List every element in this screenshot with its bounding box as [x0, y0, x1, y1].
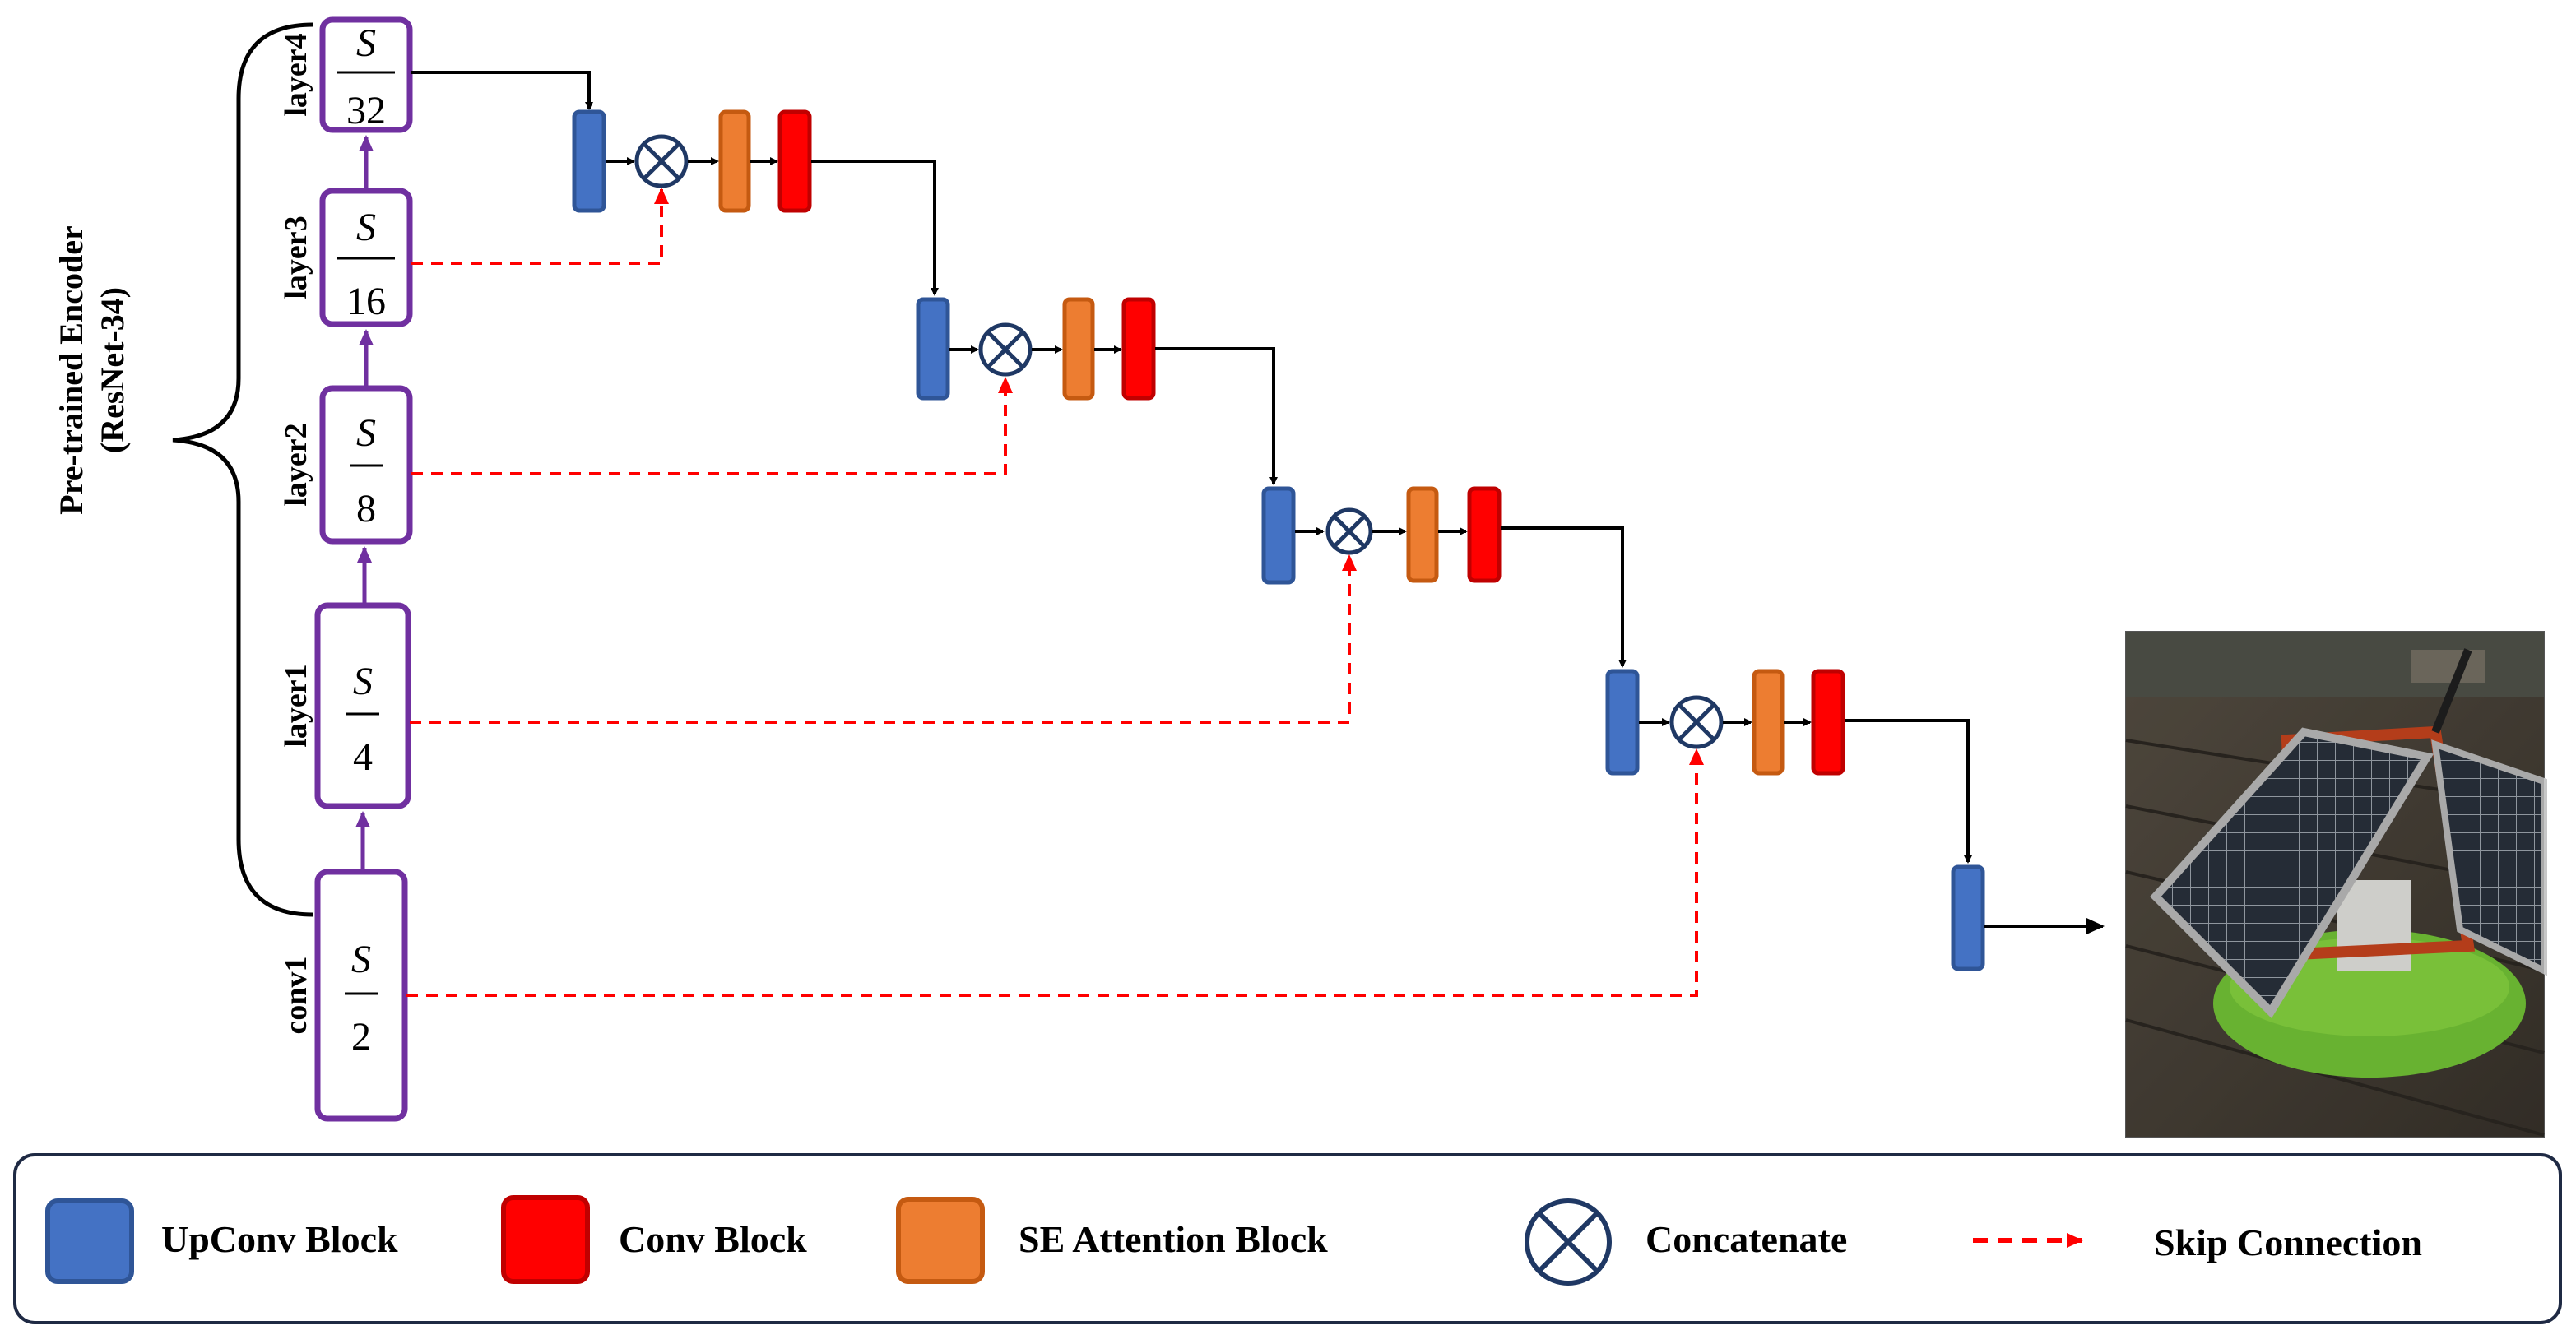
- legend-swatch-conv: [501, 1195, 590, 1284]
- skip-connection-layer1: [410, 554, 1357, 724]
- layer-label-layer2: layer2: [279, 423, 313, 506]
- flow-arrow-layer4-to-stage1: [411, 71, 593, 110]
- legend-label-skip: Skip Connection: [2154, 1221, 2422, 1263]
- layer-label-layer3: layer3: [279, 216, 313, 299]
- layer-label-conv1: conv1: [279, 957, 313, 1035]
- legend-item-se-attention: SE Attention Block: [896, 1197, 1328, 1284]
- encoder-box-layer4: [319, 16, 413, 133]
- upconv-block-stage3: [1261, 486, 1296, 585]
- legend-label-conv: Conv Block: [619, 1218, 807, 1260]
- encoder-numerator-conv1: S: [351, 938, 371, 981]
- encoder-denominator-layer1: 4: [353, 735, 373, 779]
- flow-arrow-stage1-to-stage2: [811, 160, 939, 296]
- upconv-block-stage1: [572, 109, 606, 213]
- concat-icon-stage2: [978, 322, 1033, 377]
- encoder-denominator-layer2: 8: [356, 487, 376, 531]
- conv-block-stage3: [1467, 486, 1502, 583]
- legend-box: [13, 1153, 2562, 1324]
- legend-swatch-upconv: [45, 1198, 134, 1284]
- solar-panel-buoy-photo: [2125, 631, 2547, 1138]
- layer-label-layer1: layer1: [279, 664, 313, 747]
- skip-connection-layer3: [411, 188, 669, 265]
- legend-label-concatenate: Concatenate: [1645, 1218, 1847, 1260]
- upconv-block-final: [1951, 864, 1985, 971]
- skip-connection-layer2: [411, 377, 1013, 475]
- encoder-title-line2: (ResNet-34): [94, 287, 131, 453]
- conv-block-stage2: [1121, 297, 1156, 401]
- se-attention-block-stage4: [1752, 669, 1785, 776]
- legend-item-skip: Skip Connection: [1973, 1221, 2422, 1263]
- legend-item-upconv: UpConv Block: [45, 1198, 398, 1284]
- encoder-title-line1: Pre-trained Encoder: [53, 225, 90, 514]
- flow-arrow-stage3-to-stage4: [1501, 526, 1627, 668]
- se-attention-block-stage3: [1406, 486, 1439, 583]
- flow-arrow-stage2-to-stage3: [1155, 347, 1278, 485]
- concat-icon-legend: [1525, 1198, 1612, 1286]
- encoder-numerator-layer1: S: [353, 660, 373, 703]
- legend-item-conv: Conv Block: [501, 1195, 807, 1284]
- encoder-brace: [172, 22, 313, 917]
- conv-block-stage4: [1811, 669, 1845, 776]
- encoder-numerator-layer3: S: [356, 206, 376, 249]
- encoder-box-conv1: [314, 869, 408, 1122]
- concat-icon-stage3: [1325, 507, 1373, 555]
- encoder-denominator-layer4: 32: [346, 89, 386, 132]
- se-attention-block-stage1: [718, 109, 751, 213]
- concat-icon-stage1: [634, 134, 689, 188]
- skip-connection-conv1: [406, 748, 1704, 997]
- encoder-denominator-layer3: 16: [346, 280, 386, 323]
- legend-label-upconv: UpConv Block: [161, 1218, 398, 1260]
- concat-icon-stage4: [1669, 695, 1724, 749]
- legend-swatch-se-attention: [896, 1197, 985, 1284]
- conv-block-stage1: [777, 109, 812, 213]
- layer-label-layer4: layer4: [279, 33, 313, 116]
- flow-arrow-stage4-to-final: [1845, 719, 1972, 864]
- legend-label-se-attention: SE Attention Block: [1019, 1218, 1328, 1260]
- encoder-numerator-layer4: S: [356, 21, 376, 65]
- upconv-block-stage2: [916, 297, 950, 401]
- encoder-denominator-conv1: 2: [351, 1015, 371, 1059]
- se-attention-block-stage2: [1062, 297, 1095, 401]
- encoder-box-layer1: [314, 602, 411, 809]
- encoder-numerator-layer2: S: [356, 411, 376, 455]
- legend-item-concatenate: Concatenate: [1525, 1198, 1847, 1286]
- upconv-block-stage4: [1605, 669, 1640, 776]
